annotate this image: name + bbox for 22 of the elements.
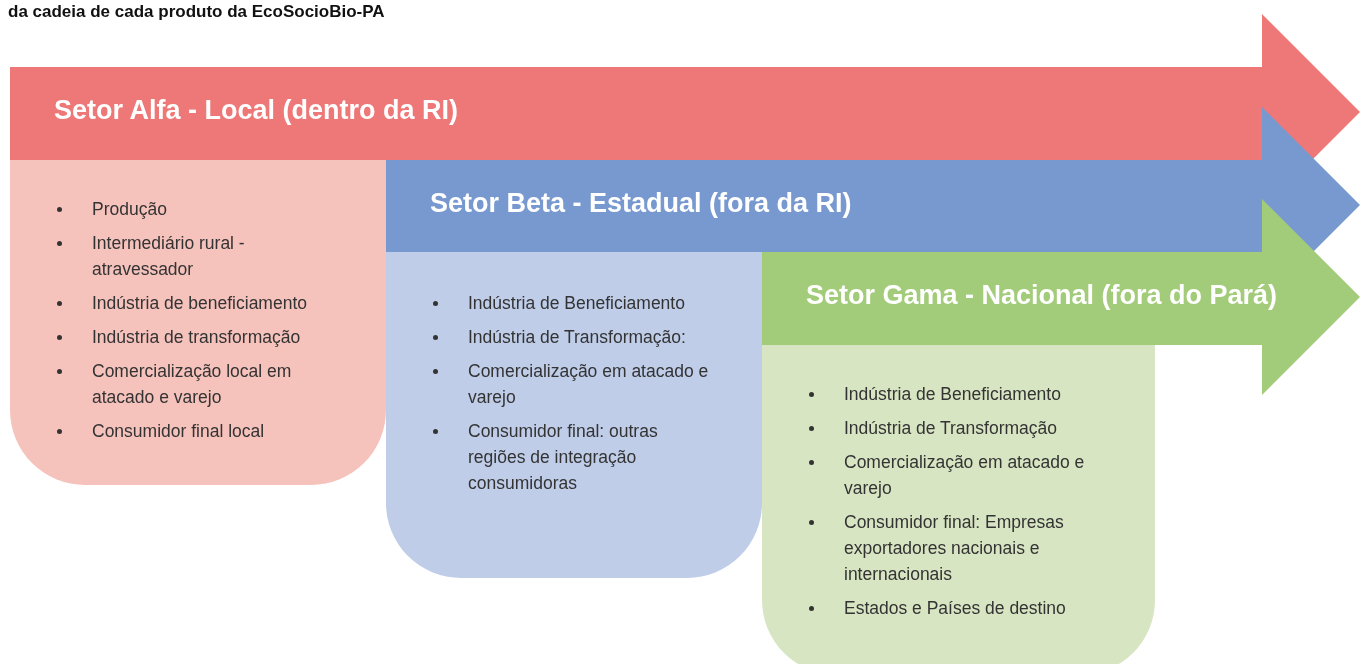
list-card [10, 160, 386, 485]
list-item: Indústria de beneficiamento [92, 293, 307, 313]
list-item: Comercialização local em atacado e varejo [92, 361, 292, 407]
list-card [762, 345, 1155, 664]
list-item: Indústria de Beneficiamento [844, 384, 1061, 404]
list-item: Consumidor final: Empresas exportadores nacionais e internacionais [844, 512, 1064, 584]
list-card [386, 252, 762, 578]
list-item: Comercialização em atacado e varejo [844, 452, 1085, 498]
sector-heading: Setor Gama - Nacional (fora do Pará) [806, 280, 1278, 311]
list-item: Intermediário rural - atravessador [92, 233, 245, 279]
list-item: Consumidor final local [92, 421, 265, 441]
list-item: Indústria de Transformação [844, 418, 1058, 438]
list-item: Indústria de transformação [92, 327, 301, 347]
list-item: Estados e Países de destino [844, 598, 1066, 618]
sector-heading: Setor Alfa - Local (dentro da RI) [54, 95, 459, 126]
list-item: Indústria de Transformação: [468, 327, 686, 347]
title-text: da cadeia de cada produto da EcoSocioBio-PA [8, 2, 385, 22]
list-item: Produção [92, 199, 167, 219]
list-item: Indústria de Beneficiamento [468, 293, 685, 313]
list-item: Comercialização em atacado e varejo [468, 361, 709, 407]
sector-heading: Setor Beta - Estadual (fora da RI) [430, 188, 852, 219]
list-item: Consumidor final: outras regiões de integração consumidoras [468, 421, 658, 493]
